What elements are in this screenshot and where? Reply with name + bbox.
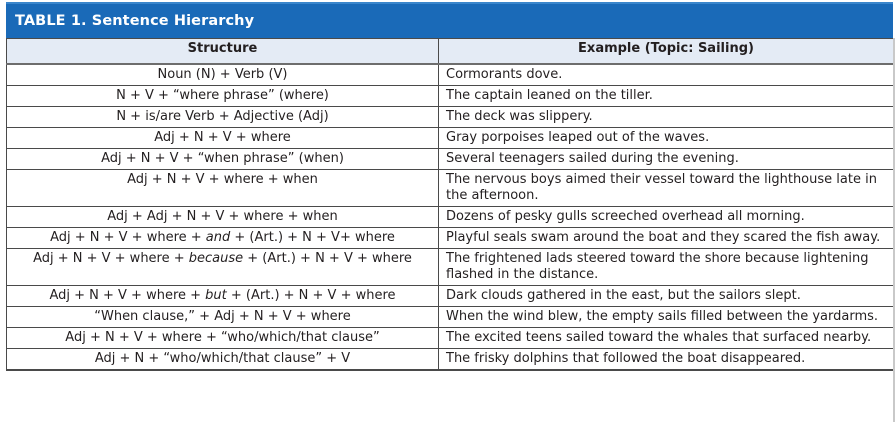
structure-cell: “When clause,” + Adj + N + V + where (6, 306, 439, 328)
example-cell: Cormorants dove. (438, 63, 894, 86)
example-cell: When the wind blew, the empty sails fill… (438, 306, 894, 328)
table-row: Adj + Adj + N + V + where + when Dozens … (6, 206, 894, 228)
structure-text-pre: Adj + N + V + where + (33, 251, 189, 266)
structure-cell: Adj + N + “who/which/that clause” + V (6, 348, 439, 371)
table-row: N + V + “where phrase” (where) The capta… (6, 85, 894, 107)
column-header-example: Example (Topic: Sailing) (438, 38, 894, 65)
table-title: TABLE 1. Sentence Hierarchy (15, 13, 255, 29)
structure-cell: N + V + “where phrase” (where) (6, 85, 439, 107)
example-cell: The frightened lads steered toward the s… (438, 248, 894, 286)
example-cell: Several teenagers sailed during the even… (438, 148, 894, 170)
structure-cell: Adj + N + V + where (6, 127, 439, 149)
example-cell: Dozens of pesky gulls screeched overhead… (438, 206, 894, 228)
table-shadow-edge (893, 38, 895, 422)
structure-cell: Adj + N + V + where + but + (Art.) + N +… (6, 285, 439, 307)
structure-text-pre: Adj + N + V + where + (50, 230, 206, 245)
table-header-row: Structure Example (Topic: Sailing) (6, 38, 894, 65)
conjunction-italic: and (205, 230, 231, 245)
table-title-bar: TABLE 1. Sentence Hierarchy (6, 2, 893, 38)
table-row: N + is/are Verb + Adjective (Adj) The de… (6, 106, 894, 128)
example-cell: The deck was slippery. (438, 106, 894, 128)
example-cell: Playful seals swam around the boat and t… (438, 227, 894, 249)
structure-text-pre: Adj + N + V + where + (49, 288, 206, 303)
structure-cell: Adj + N + V + “when phrase” (when) (6, 148, 439, 170)
example-cell: The frisky dolphins that followed the bo… (438, 348, 894, 371)
table-row: Adj + N + V + where + “who/which/that cl… (6, 327, 894, 349)
table-row: Adj + N + V + where Gray porpoises leape… (6, 127, 894, 149)
table-row: Adj + N + “who/which/that clause” + V Th… (6, 348, 894, 371)
structure-cell: Adj + Adj + N + V + where + when (6, 206, 439, 228)
conjunction-italic: because (188, 251, 244, 266)
structure-text-post: + (Art.) + N + V+ where (230, 230, 395, 245)
table-row: Adj + N + V + where + but + (Art.) + N +… (6, 285, 894, 307)
table-row: “When clause,” + Adj + N + V + where Whe… (6, 306, 894, 328)
sentence-hierarchy-table-container: TABLE 1. Sentence Hierarchy Structure Ex… (6, 2, 894, 371)
table-row: Adj + N + V + where + and + (Art.) + N +… (6, 227, 894, 249)
table-row: Adj + N + V + where + because + (Art.) +… (6, 248, 894, 286)
structure-cell: Adj + N + V + where + because + (Art.) +… (6, 248, 439, 286)
example-cell: Gray porpoises leaped out of the waves. (438, 127, 894, 149)
example-cell: The excited teens sailed toward the whal… (438, 327, 894, 349)
sentence-hierarchy-table: Structure Example (Topic: Sailing) Noun … (6, 38, 894, 371)
table-row: Adj + N + V + where + when The nervous b… (6, 169, 894, 207)
structure-cell: Adj + N + V + where + when (6, 169, 439, 207)
conjunction-italic: but (205, 288, 227, 303)
table-row: Noun (N) + Verb (V) Cormorants dove. (6, 63, 894, 86)
example-cell: The nervous boys aimed their vessel towa… (438, 169, 894, 207)
example-cell: The captain leaned on the tiller. (438, 85, 894, 107)
structure-text-post: + (Art.) + N + V + where (226, 288, 396, 303)
structure-cell: Noun (N) + Verb (V) (6, 63, 439, 86)
structure-cell: Adj + N + V + where + “who/which/that cl… (6, 327, 439, 349)
structure-text-post: + (Art.) + N + V + where (243, 251, 412, 266)
table-row: Adj + N + V + “when phrase” (when) Sever… (6, 148, 894, 170)
structure-cell: N + is/are Verb + Adjective (Adj) (6, 106, 439, 128)
example-cell: Dark clouds gathered in the east, but th… (438, 285, 894, 307)
column-header-structure: Structure (6, 38, 439, 65)
structure-cell: Adj + N + V + where + and + (Art.) + N +… (6, 227, 439, 249)
